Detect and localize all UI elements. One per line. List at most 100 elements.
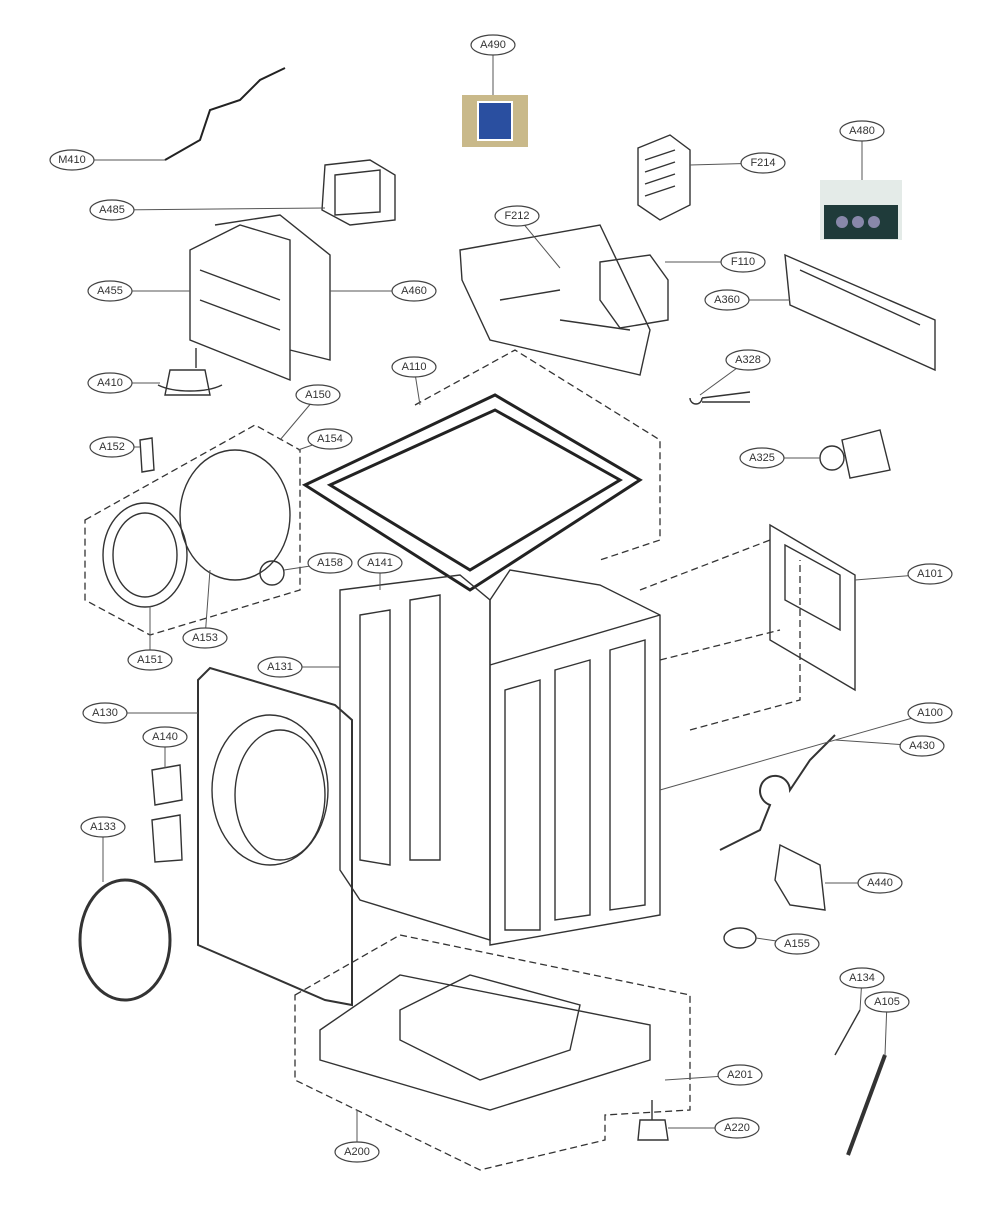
callout-a440: A440	[825, 872, 903, 894]
callout-label: A133	[90, 821, 116, 833]
callout-a201: A201	[664, 1064, 763, 1086]
a200-base	[319, 974, 651, 1111]
callout-a325: A325	[739, 447, 820, 469]
callout-bubble	[725, 349, 771, 371]
a151-door-ring	[102, 502, 188, 608]
callout-bubble	[907, 563, 953, 585]
callout-bubble	[714, 1117, 760, 1139]
callout-label: A151	[137, 654, 163, 666]
callout-bubble	[257, 656, 303, 678]
callout-label: F214	[750, 157, 775, 169]
callout-bubble	[87, 372, 133, 394]
callout-bubble	[391, 280, 437, 302]
callout-label: A100	[917, 707, 943, 719]
callout-label: A155	[784, 938, 810, 950]
callout-bubble	[182, 627, 228, 649]
callout-a141: A141	[357, 552, 403, 590]
callout-label: A152	[99, 441, 125, 453]
a154-tub	[179, 449, 291, 581]
a360-bracket	[784, 253, 936, 372]
callout-label: M410	[58, 154, 86, 166]
a455-a460-pcb-assembly	[189, 214, 331, 382]
callout-a131: A131	[257, 656, 340, 678]
callout-a328: A328	[699, 349, 771, 396]
leader-line	[111, 207, 326, 211]
callout-bubble	[839, 120, 885, 142]
callout-a152: A152	[89, 436, 140, 458]
callout-a100: A100	[659, 702, 953, 791]
callout-label: F212	[504, 210, 529, 222]
a410-part	[157, 348, 223, 396]
a155-part	[723, 927, 757, 949]
callout-bubble	[295, 384, 341, 406]
callout-bubble	[739, 447, 785, 469]
callout-a150: A150	[279, 384, 341, 441]
callout-a220: A220	[668, 1117, 760, 1139]
callout-a140: A140	[142, 726, 188, 768]
callout-label: A485	[99, 204, 125, 216]
callout-bubble	[740, 152, 786, 174]
callout-label: A430	[909, 740, 935, 752]
leader-line	[659, 712, 931, 791]
a141-side-panel	[339, 574, 491, 941]
callout-a105: A105	[864, 991, 910, 1056]
callout-bubble	[334, 1141, 380, 1163]
a105-part	[846, 1054, 887, 1156]
a158-part	[259, 560, 285, 586]
a440-part	[774, 843, 826, 911]
callout-bubble	[82, 702, 128, 724]
a130-front-panel	[197, 666, 353, 1007]
callout-bubble	[357, 552, 403, 574]
callout-label: A130	[92, 707, 118, 719]
callout-label: A140	[152, 731, 178, 743]
a325-part	[819, 429, 891, 479]
callout-a110: A110	[391, 356, 437, 406]
callout-label: A480	[849, 125, 875, 137]
callout-label: A158	[317, 557, 343, 569]
callout-a480: A480	[839, 120, 885, 180]
leader-line	[204, 569, 211, 639]
a480-photo	[820, 180, 902, 240]
callout-bubble	[704, 289, 750, 311]
callout-label: A328	[735, 354, 761, 366]
callout-m410: M410	[49, 149, 165, 171]
callout-label: A410	[97, 377, 123, 389]
callout-bubble	[127, 649, 173, 671]
callout-label: A455	[97, 285, 123, 297]
callout-bubble	[717, 1064, 763, 1086]
callout-bubble	[720, 251, 766, 273]
f110-part	[599, 254, 669, 329]
callout-label: A490	[480, 39, 506, 51]
callout-a430: A430	[834, 735, 945, 757]
callout-bubble	[839, 967, 885, 989]
callout-a200: A200	[334, 1110, 380, 1163]
a485-part	[321, 159, 396, 226]
a100-cabinet-side	[489, 569, 661, 946]
callout-a460: A460	[330, 280, 437, 302]
callout-label: A325	[749, 452, 775, 464]
callout-bubble	[307, 552, 353, 574]
a220-foot	[637, 1100, 669, 1141]
callout-a153: A153	[182, 569, 228, 649]
a133-ring	[78, 878, 172, 1002]
a140-hinge	[151, 764, 183, 863]
callout-a133: A133	[80, 816, 126, 882]
callout-label: A134	[849, 972, 875, 984]
callout-label: A154	[317, 433, 343, 445]
a151-door-inner	[112, 512, 178, 598]
callout-f214: F214	[689, 152, 786, 174]
callout-label: A460	[401, 285, 427, 297]
callout-bubble	[87, 280, 133, 302]
callout-a490: A490	[470, 34, 516, 95]
callout-bubble	[49, 149, 95, 171]
callout-a360: A360	[704, 289, 790, 311]
callout-bubble	[80, 816, 126, 838]
a130-door-glass	[234, 729, 326, 861]
callout-bubble	[391, 356, 437, 378]
a130-door-opening	[211, 714, 329, 866]
a328-part	[689, 391, 751, 405]
callout-bubble	[89, 199, 135, 221]
callout-label: A131	[267, 661, 293, 673]
callout-bubble	[89, 436, 135, 458]
